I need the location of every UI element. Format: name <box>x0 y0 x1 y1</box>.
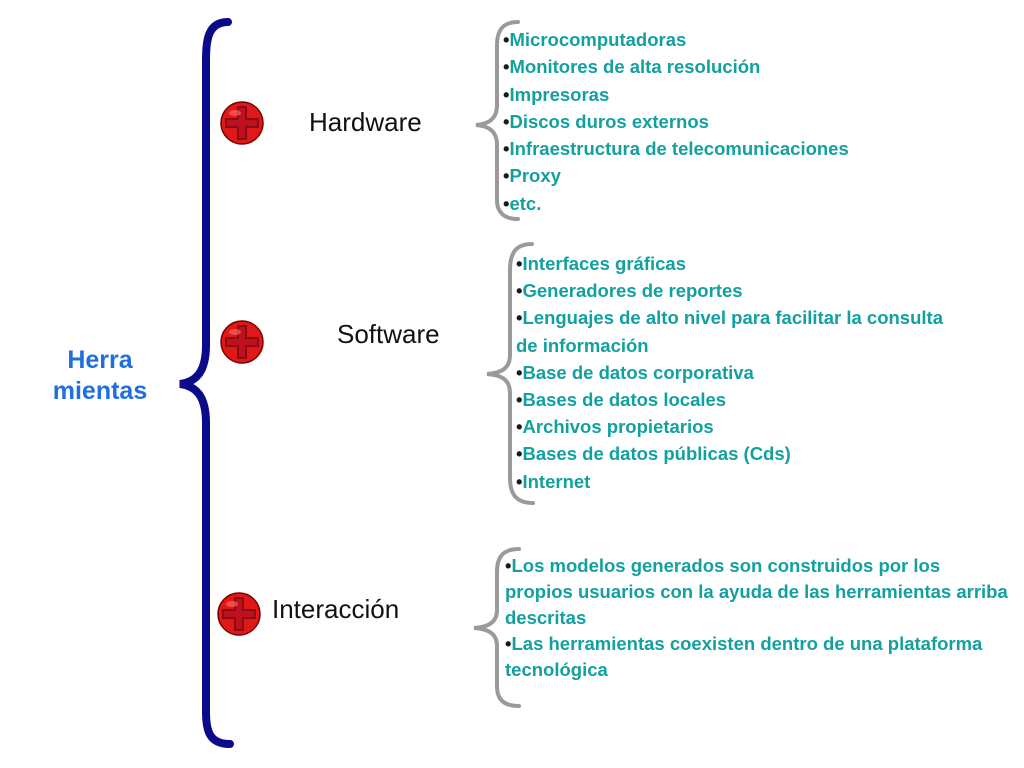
list-item: •Las herramientas coexisten dentro de un… <box>505 633 983 680</box>
list-item: •Archivos propietarios <box>516 416 714 438</box>
list-item: •Impresoras <box>503 83 610 105</box>
root-label-line1: Herra <box>67 346 133 374</box>
root-label-line2: mientas <box>52 377 148 405</box>
red-cross-circle-icon <box>220 101 264 145</box>
hardware-item-list: •Microcomputadoras •Monitores de alta re… <box>503 26 849 217</box>
list-item: •Los modelos generados son construidos p… <box>505 555 1008 628</box>
list-item: •Lenguajes de alto nivel para facilitar … <box>516 307 943 356</box>
list-item: •Discos duros externos <box>503 110 709 132</box>
list-item: •Base de datos corporativa <box>516 361 754 383</box>
red-cross-circle-icon <box>220 320 264 364</box>
list-item: •Microcomputadoras <box>503 29 687 50</box>
branch-label-software: Software <box>337 319 440 349</box>
software-item-list: •Interfaces gráficas •Generadores de rep… <box>516 250 966 495</box>
list-item: •Internet <box>516 470 591 492</box>
list-item: •Monitores de alta resolución <box>503 56 761 78</box>
interaccion-item-list: •Los modelos generados son construidos p… <box>505 553 1010 683</box>
hardware-sub-brace <box>475 20 520 221</box>
interaccion-sub-brace <box>473 547 521 708</box>
root-label-herramientas: Herra mientas <box>40 345 160 407</box>
list-item: •Interfaces gráficas <box>516 253 686 274</box>
main-curly-brace <box>179 18 234 748</box>
list-item: •Generadores de reportes <box>516 280 743 302</box>
list-item: •Proxy <box>503 165 561 187</box>
branch-label-interaccion: Interacción <box>272 594 400 624</box>
software-sub-brace <box>486 242 535 505</box>
list-item: •Infraestructura de telecomunicaciones <box>503 138 849 160</box>
list-item: •Bases de datos locales <box>516 389 727 411</box>
branch-label-hardware: Hardware <box>309 107 422 137</box>
list-item: •Bases de datos públicas (Cds) <box>516 443 791 465</box>
red-cross-circle-icon <box>217 592 261 636</box>
list-item: •etc. <box>503 192 542 214</box>
